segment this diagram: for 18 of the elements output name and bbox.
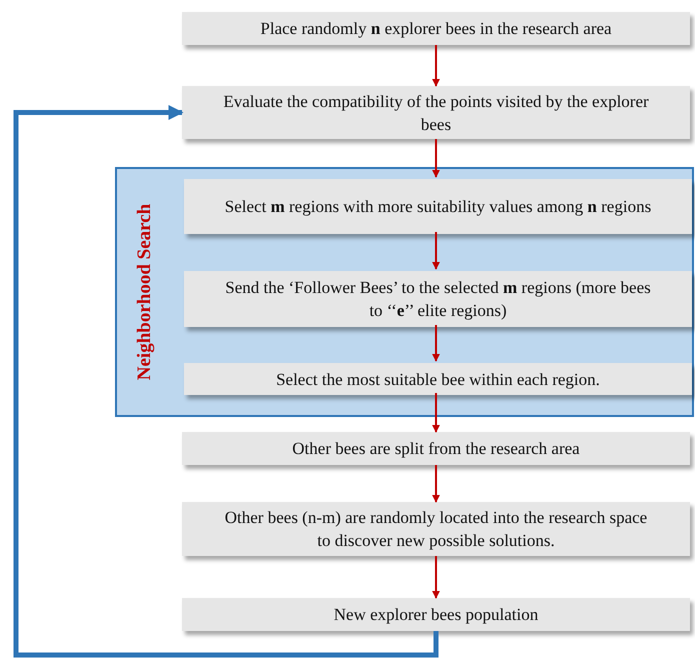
process-box: Other bees are split from the research area bbox=[182, 432, 690, 465]
arrow bbox=[432, 45, 440, 87]
arrow bbox=[432, 232, 440, 270]
process-box: Select m regions with more suitability values among n regions bbox=[184, 179, 692, 234]
process-box: Select the most suitable bee within each region. bbox=[184, 363, 692, 395]
arrow bbox=[432, 393, 440, 433]
arrow bbox=[432, 325, 440, 362]
arrow bbox=[14, 105, 438, 658]
process-box: Send the ‘Follower Bees’ to the selected m regions (more bees to ‘‘e’’ elite regions) bbox=[184, 271, 692, 327]
group-panel bbox=[115, 167, 694, 417]
arrow bbox=[432, 556, 440, 599]
arrow bbox=[432, 465, 440, 503]
process-box: Other bees (n-m) are randomly located into the research space to discover new possible solutions. bbox=[182, 502, 690, 556]
group-title: Neighborhood Search bbox=[132, 204, 156, 380]
process-box: New explorer bees population bbox=[182, 598, 690, 631]
process-box: Place randomly n explorer bees in the research area bbox=[182, 12, 690, 45]
process-box: Evaluate the compatibility of the points visited by the explorer bees bbox=[182, 86, 690, 139]
arrow bbox=[432, 139, 440, 178]
